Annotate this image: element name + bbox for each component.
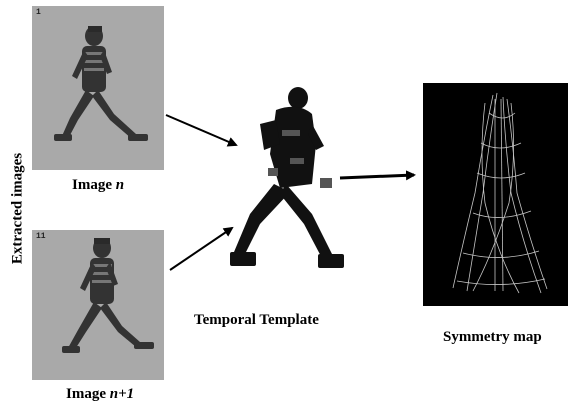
temporal-template-image — [220, 84, 350, 284]
symmetry-map-label: Symmetry map — [443, 329, 542, 346]
symmetry-map-image — [423, 83, 568, 306]
arrow-template-to-map — [340, 175, 414, 178]
temporal-template-label: Temporal Template — [194, 312, 319, 329]
